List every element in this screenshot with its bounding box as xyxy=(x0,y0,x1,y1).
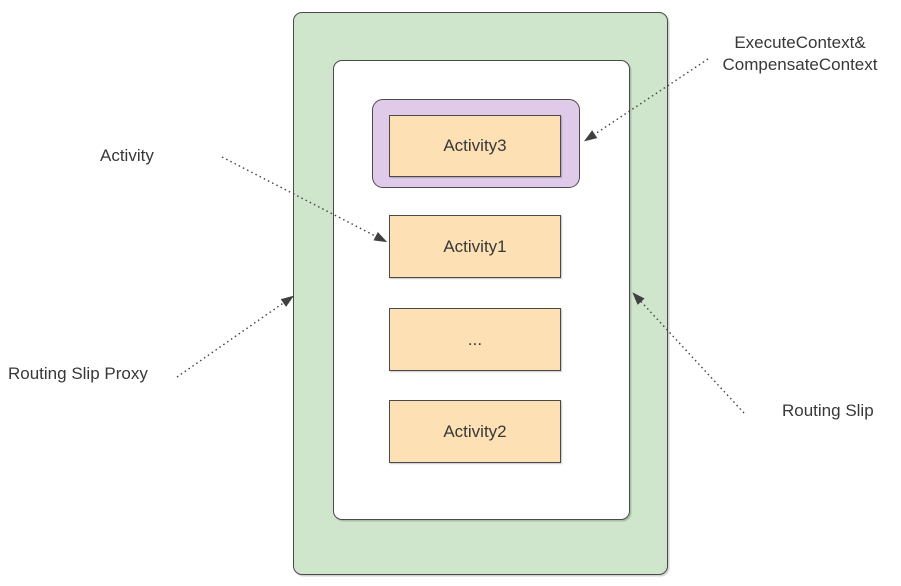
label-routing-slip-proxy: Routing Slip Proxy xyxy=(8,364,148,383)
label-execute-context-line1: ExecuteContext& xyxy=(734,33,866,52)
label-compensate-context-line2: CompensateContext xyxy=(722,55,878,74)
label-routing-slip: Routing Slip xyxy=(782,401,874,420)
activity1-box: Activity1 xyxy=(389,215,561,278)
ellipsis-box: ... xyxy=(389,308,561,371)
arrow-routing-slip-proxy-to-container xyxy=(176,295,295,378)
activity3-box: Activity3 xyxy=(389,115,561,177)
activity2-label: Activity2 xyxy=(443,421,507,441)
activity1-label: Activity1 xyxy=(443,236,507,256)
ellipsis-label: ... xyxy=(467,329,483,349)
activity2-box: Activity2 xyxy=(389,400,561,463)
label-activity: Activity xyxy=(100,146,154,165)
label-execute-compensate-context: ExecuteContext& CompensateContext xyxy=(680,32,901,76)
activity3-label: Activity3 xyxy=(443,136,507,155)
